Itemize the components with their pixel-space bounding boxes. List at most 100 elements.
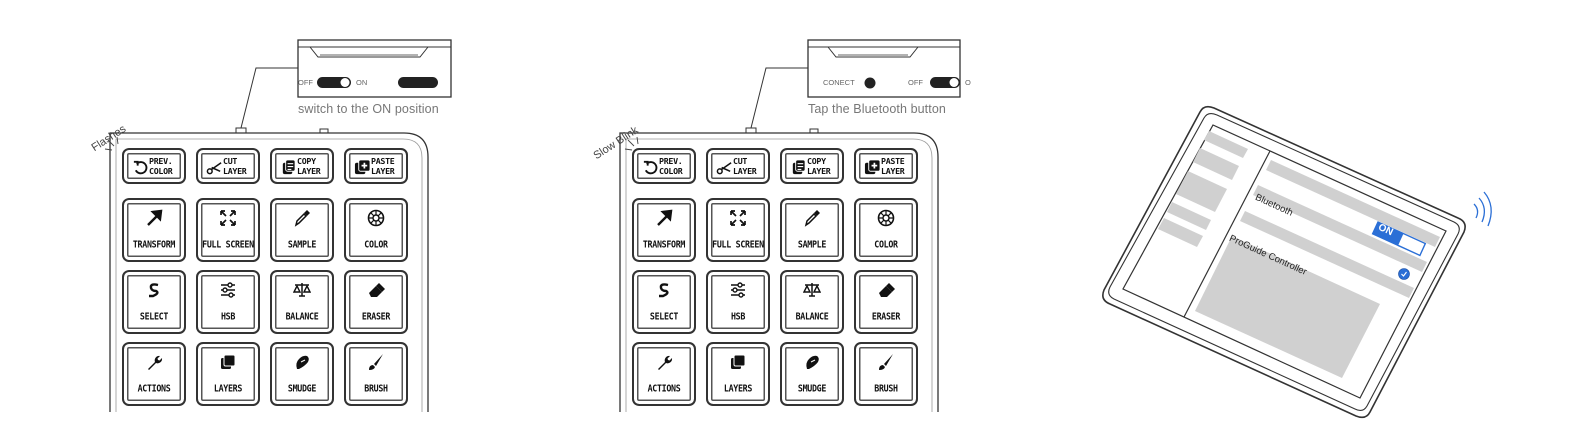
key-label: HSB [220, 310, 236, 322]
step-1-panel: OFF ON switch to the ON position Flashes… [0, 0, 470, 428]
undo-icon [642, 159, 659, 176]
smudge-icon [272, 353, 332, 371]
key-label: LAYERS [213, 382, 243, 394]
expand-icon [198, 209, 258, 227]
key-prev-color[interactable]: PREV.COLOR [632, 148, 696, 184]
arrow-icon [634, 209, 694, 227]
bluetooth-connect-button [864, 77, 876, 89]
select-icon [634, 281, 694, 299]
key-color[interactable]: COLOR [344, 198, 408, 262]
key-label: BALANCE [285, 310, 319, 322]
key-label: SMUDGE [797, 382, 827, 394]
key-transform[interactable]: TRANSFORM [632, 198, 696, 262]
tablet [1102, 105, 1492, 419]
key-hsb[interactable]: HSB [706, 270, 770, 334]
key-eraser[interactable]: ERASER [344, 270, 408, 334]
key-label: PREV.COLOR [149, 156, 173, 176]
key-label: COLOR [364, 238, 388, 250]
sliders-icon [708, 281, 768, 299]
key-balance[interactable]: BALANCE [270, 270, 334, 334]
key-brush[interactable]: BRUSH [854, 342, 918, 406]
key-select[interactable]: SELECT [122, 270, 186, 334]
wrench-icon [634, 353, 694, 371]
step-caption: switch to the ON position [298, 102, 439, 116]
key-transform[interactable]: TRANSFORM [122, 198, 186, 262]
key-layers[interactable]: LAYERS [196, 342, 260, 406]
switch-on-label: O [965, 78, 971, 87]
content-placeholders [1195, 160, 1440, 378]
key-label: BALANCE [795, 310, 829, 322]
key-select[interactable]: SELECT [632, 270, 696, 334]
switch-on-label: ON [356, 78, 368, 87]
scissors-icon [206, 159, 223, 176]
key-brush[interactable]: BRUSH [344, 342, 408, 406]
key-label: SELECT [649, 310, 679, 322]
controller-outline [104, 39, 452, 412]
key-prev-color[interactable]: PREV.COLOR [122, 148, 186, 184]
key-label: TRANSFORM [132, 238, 176, 250]
expand-icon [708, 209, 768, 227]
switch-off-label: OFF [908, 78, 923, 87]
eraser-icon [856, 281, 916, 299]
key-sample[interactable]: SAMPLE [780, 198, 844, 262]
key-balance[interactable]: BALANCE [780, 270, 844, 334]
paste-icon [864, 159, 881, 176]
key-actions[interactable]: ACTIONS [632, 342, 696, 406]
scissors-icon [716, 159, 733, 176]
key-label: SMUDGE [287, 382, 317, 394]
brush-icon [346, 353, 406, 371]
brush-icon [856, 353, 916, 371]
eyedropper-icon [272, 209, 332, 227]
key-label: SAMPLE [797, 238, 827, 250]
eyedropper-icon [782, 209, 842, 227]
key-actions[interactable]: ACTIONS [122, 342, 186, 406]
key-hsb[interactable]: HSB [196, 270, 260, 334]
key-full-screen[interactable]: FULL SCREEN [196, 198, 260, 262]
color-wheel-icon [346, 209, 406, 227]
key-smudge[interactable]: SMUDGE [270, 342, 334, 406]
key-full-screen[interactable]: FULL SCREEN [706, 198, 770, 262]
switch-off-label: OFF [298, 78, 313, 87]
key-layers[interactable]: LAYERS [706, 342, 770, 406]
key-smudge[interactable]: SMUDGE [780, 342, 844, 406]
paste-icon [354, 159, 371, 176]
key-eraser[interactable]: ERASER [854, 270, 918, 334]
scales-icon [272, 281, 332, 299]
controller-outline [619, 39, 961, 412]
key-label: COLOR [874, 238, 898, 250]
key-color[interactable]: COLOR [854, 198, 918, 262]
key-sample[interactable]: SAMPLE [270, 198, 334, 262]
arrow-icon [124, 209, 184, 227]
flash-lines [104, 136, 119, 151]
color-wheel-icon [856, 209, 916, 227]
wireless-signal-icon [1473, 191, 1492, 227]
step-caption: Tap the Bluetooth button [808, 102, 946, 116]
key-label: TRANSFORM [642, 238, 686, 250]
key-label: SAMPLE [287, 238, 317, 250]
copy-icon [790, 159, 807, 176]
key-label: BRUSH [874, 382, 898, 394]
eraser-icon [346, 281, 406, 299]
step-2-panel: CONECT OFF O Tap the Bluetooth button Sl… [510, 0, 980, 428]
scales-icon [782, 281, 842, 299]
key-label: FULL SCREEN [712, 238, 764, 250]
smudge-icon [782, 353, 842, 371]
key-label: LAYERS [723, 382, 753, 394]
blink-lines [624, 136, 639, 151]
select-icon [124, 281, 184, 299]
layers-icon [708, 353, 768, 371]
